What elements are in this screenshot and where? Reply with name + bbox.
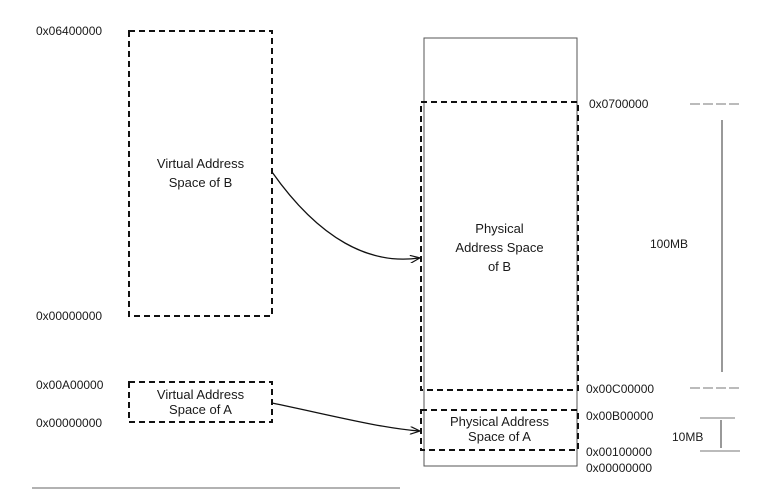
physical-address-0x00C00000: 0x00C00000	[586, 382, 655, 396]
virtual-a-bottom-address: 0x00000000	[36, 416, 103, 430]
virtual-a-label: Virtual Address Space of A	[129, 387, 272, 417]
physical-address-0x0700000: 0x0700000	[589, 97, 649, 111]
physical-address-0x00B00000: 0x00B00000	[586, 409, 654, 423]
virtual-b-label-line1: Virtual Address	[156, 156, 245, 171]
physical-address-0x00100000: 0x00100000	[586, 445, 653, 459]
virtual-b-bottom-address: 0x00000000	[36, 309, 103, 323]
physical-a-label-line1: Physical Address	[450, 414, 549, 429]
physical-memory-column	[423, 37, 578, 467]
virtual-space-b-box	[128, 30, 273, 317]
physical-space-a-box	[420, 409, 579, 451]
virtual-b-label: Virtual Address Space of B	[129, 154, 272, 192]
physical-b-label: Physical Address Space of B	[421, 219, 578, 276]
virtual-a-label-line2: Space of A	[169, 402, 232, 417]
physical-a-label: Physical Address Space of A	[421, 414, 578, 444]
virtual-a-label-line1: Virtual Address	[156, 387, 245, 402]
size-label-b: 100MB	[650, 237, 689, 251]
size-label-a: 10MB	[672, 430, 704, 444]
physical-b-label-line1: Physical	[475, 221, 524, 236]
virtual-space-a-box	[128, 381, 273, 423]
mapping-arrow-b	[271, 171, 419, 259]
mapping-arrow-a	[271, 402, 419, 431]
physical-a-label-line2: Space of A	[468, 429, 531, 444]
physical-b-label-line3: of B	[487, 259, 512, 274]
physical-address-0x00000000: 0x00000000	[586, 461, 653, 475]
physical-space-b-box	[420, 101, 579, 391]
physical-b-label-line2: Address Space	[455, 240, 544, 255]
virtual-a-top-address: 0x00A00000	[36, 378, 104, 392]
virtual-b-top-address: 0x06400000	[36, 24, 103, 38]
virtual-b-label-line2: Space of B	[168, 175, 233, 190]
